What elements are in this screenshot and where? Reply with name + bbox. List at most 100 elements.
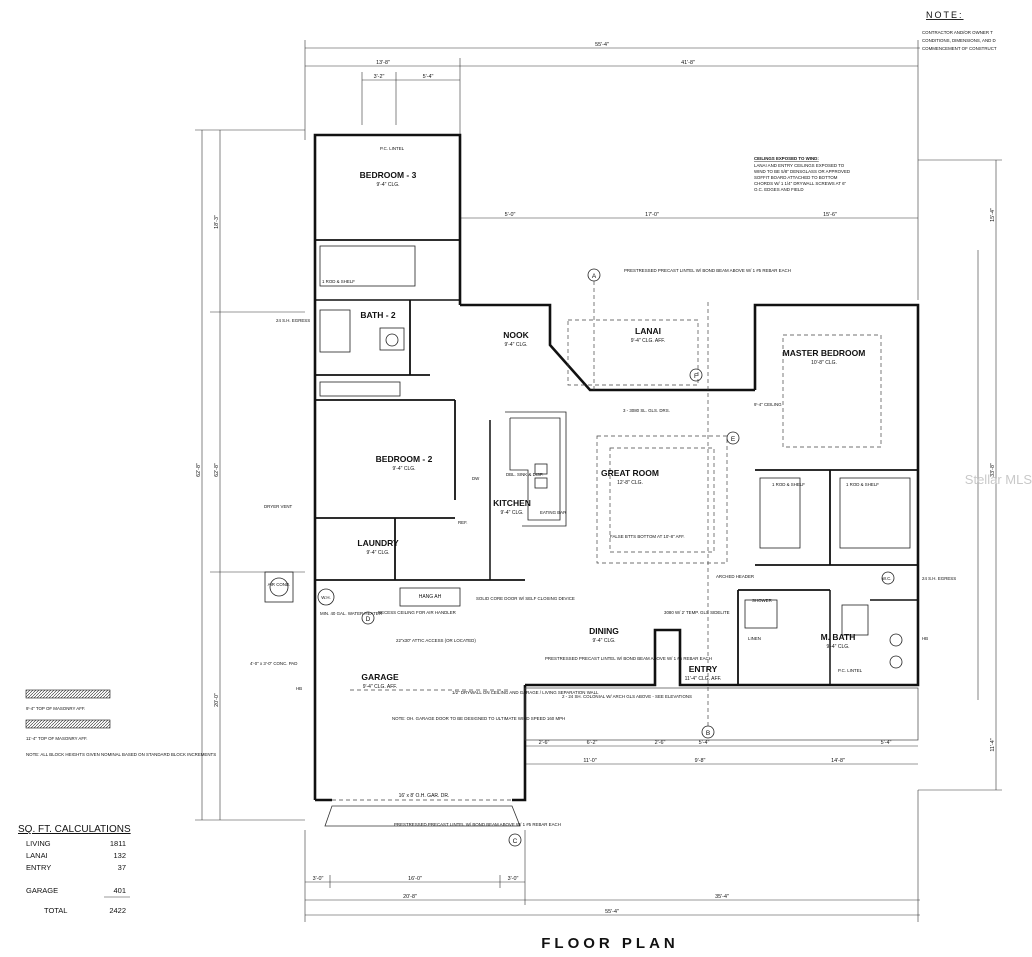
room-mbath-clg: 9'-4" CLG.	[826, 644, 849, 650]
marker-a: A	[592, 273, 597, 280]
kitchen-island	[505, 411, 567, 527]
label-hb-right: HB	[922, 636, 928, 641]
label-rod-shelf-2: 1 ROD & SHELF	[772, 482, 805, 487]
sqft-row-lanai-label: LANAI	[26, 851, 48, 860]
label-garage-note: NOTE: OH. GARAGE DOOR TO BE DESIGNED TO …	[392, 716, 565, 721]
dim-left-bot: 20'-0"	[214, 693, 220, 707]
front-dimension-strings: 2'-6" 6'-2" 2'-6" 5'-4" 5'-4" 11'-0" 9'-…	[525, 740, 918, 765]
note-line-2: CONDITIONS, DIMENSIONS, AND D	[922, 38, 996, 43]
room-bedroom-2-clg: 9'-4" CLG.	[392, 466, 415, 472]
dim-mid-c: 15'-6"	[823, 212, 837, 218]
dim-front-j: 14'-8"	[831, 758, 845, 764]
great-room-tray-inner	[609, 447, 715, 553]
legend-masonry-a-swatch	[25, 689, 111, 699]
closets	[319, 245, 911, 549]
dim-front-h: 11'-0"	[583, 758, 596, 764]
label-eating: EATING BAR	[540, 510, 566, 515]
label-attic: 22"x30" ATTIC ACCESS (OR LOCATED)	[396, 638, 476, 643]
room-labels: BEDROOM - 3 9'-4" CLG. BATH - 2 NOOK 9'-…	[357, 170, 865, 690]
room-laundry: LAUNDRY	[357, 538, 399, 548]
label-air-cond: AIR COND.	[268, 582, 291, 587]
dim-bottom-b: 16'-0"	[408, 876, 422, 882]
bath-fixtures	[319, 309, 903, 669]
label-sliders: 3 - 3080 SL. GLS. DRS.	[623, 408, 670, 413]
interior-dimensions: 5'-0" 17'-0" 15'-6"	[460, 212, 918, 219]
label-ceiling-94: 9'-4" CEILING	[754, 402, 782, 407]
label-arched: ARCHED HEADER	[716, 574, 754, 579]
ceilings-note: CEILINGS EXPOSED TO WIND: LANAI AND ENTR…	[754, 156, 850, 192]
sqft-row-garage-value: 401	[113, 886, 126, 895]
sqft-row-entry-value: 37	[118, 863, 126, 872]
dim-mid-b: 17'-0"	[645, 212, 659, 218]
marker-b: B	[706, 730, 710, 737]
label-egress-left: 24 S.H. EGRESS	[276, 318, 310, 323]
ceilings-note-line-2: WIND TO BE 5/8" DENSGLASS OR APPROVED	[754, 169, 850, 174]
label-linen: LINEN	[748, 636, 761, 641]
room-master: MASTER BEDROOM	[783, 348, 866, 358]
room-bedroom-3: BEDROOM - 3	[360, 170, 417, 180]
dim-bottom-overall: 55'-4"	[605, 909, 619, 915]
ceilings-note-line-1: LANAI AND ENTRY CEILINGS EXPOSED TO	[754, 163, 845, 168]
sheet-title: FLOOR PLAN	[541, 935, 679, 952]
note-heading: NOTE:	[926, 10, 964, 20]
ceilings-note-heading: CEILINGS EXPOSED TO WIND:	[754, 156, 819, 161]
room-nook: NOOK	[503, 330, 529, 340]
marker-f: F	[694, 373, 698, 380]
dim-top-b: 5'-4"	[423, 74, 434, 80]
room-bath-2: BATH - 2	[360, 310, 396, 320]
garage-elements	[264, 571, 512, 801]
dim-bottom-right: 35'-4"	[715, 894, 729, 900]
dim-front-f: 5'-4"	[699, 740, 710, 746]
room-kitchen-clg: 9'-4" CLG.	[500, 510, 523, 516]
room-dining: DINING	[589, 626, 619, 636]
dim-right-mid: 33'-8"	[990, 463, 996, 477]
label-dw: DW	[472, 476, 480, 481]
sqft-row-entry-label: ENTRY	[26, 863, 51, 872]
note-line-3: COMMENCEMENT OF CONSTRUCT	[922, 46, 997, 51]
label-ref: REF.	[458, 520, 468, 525]
dim-mid-a: 5'-0"	[505, 212, 516, 218]
section-markers: A B C D E F	[361, 268, 740, 847]
sqft-row-lanai-value: 132	[113, 851, 126, 860]
sqft-total-value: 2422	[109, 906, 126, 915]
room-garage-clg: 9'-4" CLG. AFF.	[363, 684, 397, 690]
sqft-row-living-value: 1811	[110, 839, 126, 848]
dim-top-overall: 55'-4"	[595, 42, 609, 48]
dim-front-b: 6'-2"	[587, 740, 598, 746]
label-solid-core: SOLID CORE DOOR W/ SELF CLOSING DEVICE	[476, 596, 575, 601]
room-great: GREAT ROOM	[601, 468, 659, 478]
room-nook-clg: 9'-4" CLG.	[504, 342, 527, 348]
marker-d: D	[366, 616, 371, 623]
legend-note: NOTE: ALL BLOCK HEIGHTS GIVEN NOMINAL BA…	[26, 752, 216, 757]
legend-masonry-b: 11'-4" TOP OF MASONRY AFF.	[26, 736, 87, 741]
exterior-walls	[313, 133, 920, 802]
marker-c: C	[513, 838, 518, 845]
top-dimension-strings: 55'-4" 13'-8" 41'-8" 3'-2" 5'-4"	[304, 40, 920, 300]
dim-top-right: 41'-8"	[681, 60, 695, 66]
right-dimension-strings: 15'-4" 33'-8" 11'-4"	[918, 159, 1002, 791]
front-porch	[524, 687, 919, 741]
marker-e: E	[731, 436, 736, 443]
label-fifth-wall: 1/2" DRYWALL ON CEILING AND GARAGE / LIV…	[452, 690, 599, 695]
ceilings-note-line-4: CHORDS W/ 1 1/4" DRYWALL SCREWS AT 6"	[754, 181, 847, 186]
garage-apron	[324, 805, 521, 827]
legend-masonry-b-swatch	[25, 719, 111, 729]
label-conc-pad: 4'-0" x 3'-0" CONC. PAD	[250, 661, 297, 666]
water-heater-symbol	[317, 588, 335, 606]
note-line-1: CONTRACTOR AND/OR OWNER T	[922, 30, 993, 35]
room-garage: GARAGE	[361, 672, 399, 682]
sqft-row-garage-label: GARAGE	[26, 886, 58, 895]
sqft-heading: SQ. FT. CALCULATIONS	[18, 824, 131, 835]
dim-front-c: 2'-6"	[655, 740, 666, 746]
dim-front-i: 9'-8"	[695, 758, 706, 764]
ceilings-note-line-5: O.C. EDGES AND FIELD	[754, 187, 804, 192]
left-dimension-strings: 62'-8" 18'-3" 62'-8" 20'-0"	[195, 129, 305, 821]
room-bedroom-3-clg: 9'-4" CLG.	[376, 182, 399, 188]
label-entry-door: 3080 W/ 2' TEMP. GLS SIDELITE	[664, 610, 730, 615]
room-mbath: M. BATH	[821, 632, 856, 642]
label-dbl-sink: DBL. SINK & DISP.	[506, 472, 544, 477]
label-hb-left: HB	[296, 686, 302, 691]
room-lanai: LANAI	[635, 326, 661, 336]
